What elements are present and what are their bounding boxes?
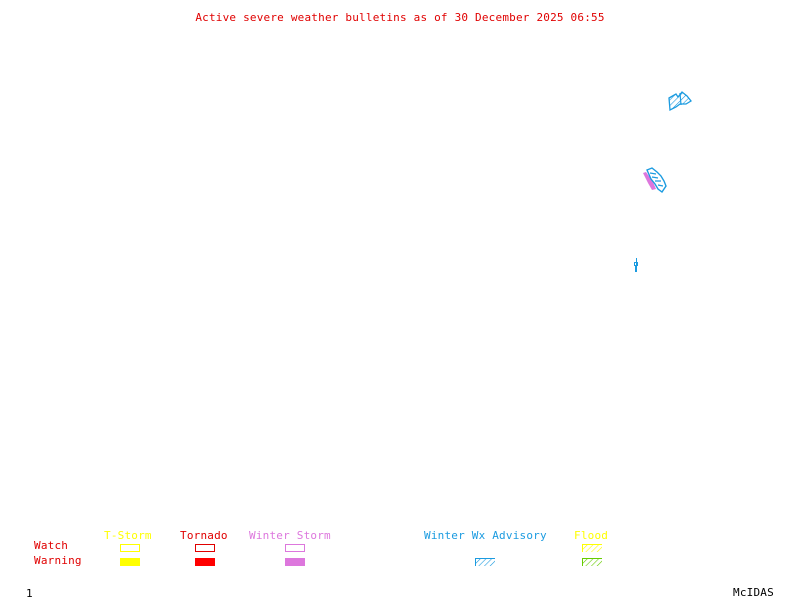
mcidas-brand: McIDAS — [733, 586, 774, 599]
legend-row-label-watch: Watch — [34, 539, 69, 552]
winter-wx-advisory-area — [634, 258, 638, 272]
legend-header-flood: Flood — [574, 529, 609, 542]
winter-wx-advisory-area — [668, 91, 692, 112]
frame-number: 1 — [26, 587, 33, 600]
legend-swatch-winter-storm-warning — [285, 558, 305, 566]
legend-row-label-warning: Warning — [34, 554, 82, 567]
legend-header-winter-storm: Winter Storm — [249, 529, 331, 542]
legend-swatch-winter-wx-advisory — [475, 558, 495, 566]
winter-wx-advisory-area — [646, 167, 667, 194]
legend-header-tstorm: T-Storm — [104, 529, 152, 542]
legend-swatch-tornado-warning — [195, 558, 215, 566]
legend-header-tornado: Tornado — [180, 529, 228, 542]
legend-swatch-winter-storm-watch — [285, 544, 305, 552]
legend-swatch-tstorm-warning — [120, 558, 140, 566]
legend-swatch-flood-warning — [582, 558, 602, 566]
legend-header-winter-wx-advisory: Winter Wx Advisory — [424, 529, 547, 542]
legend-swatch-tornado-watch — [195, 544, 215, 552]
winter-storm-warning-area — [643, 172, 656, 190]
legend-swatch-flood-watch — [582, 544, 602, 552]
bulletin-title: Active severe weather bulletins as of 30… — [195, 11, 605, 24]
legend-swatch-tstorm-watch — [120, 544, 140, 552]
